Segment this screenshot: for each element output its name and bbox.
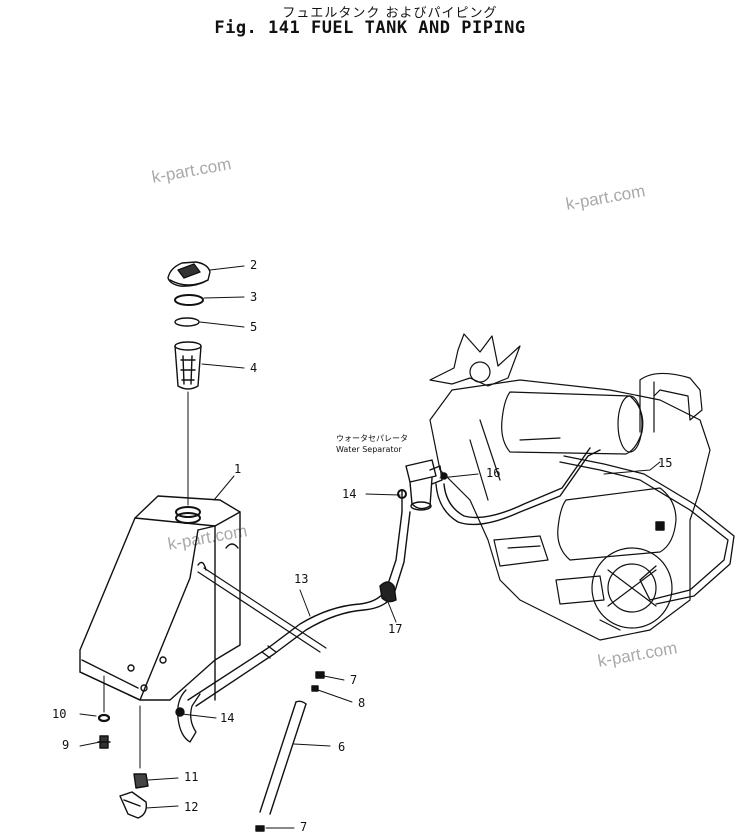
return-pipe	[559, 461, 729, 601]
drain-pipe-loop	[177, 689, 201, 743]
water-separator-label-jp: ウォータセパレータ	[336, 434, 408, 443]
fuel-cap	[167, 261, 211, 287]
callout-14-upper: 14	[342, 487, 357, 501]
leader-lines	[79, 265, 661, 829]
callout-2: 2	[250, 258, 258, 272]
fuel-tank	[79, 495, 241, 701]
callout-16: 16	[486, 466, 501, 480]
callout-14-lower: 14	[220, 711, 235, 725]
separator-outlet-pipe	[435, 449, 601, 526]
callout-9: 9	[62, 738, 70, 752]
callout-11: 11	[184, 770, 199, 784]
callout-15: 15	[658, 456, 673, 470]
fuel-pipe	[187, 511, 411, 707]
water-separator-label-en: Water Separator	[336, 445, 402, 454]
drain-valve	[133, 773, 149, 789]
title-japanese: フュエルタンク およびパイピング	[282, 6, 498, 21]
strainer	[174, 341, 202, 390]
callout-1: 1	[234, 462, 242, 476]
callout-4: 4	[250, 361, 258, 375]
drain-washer	[97, 713, 111, 723]
callout-6: 6	[338, 740, 346, 754]
figure-title: Fig. 141 FUEL TANK AND PIPING	[214, 18, 526, 38]
callout-3: 3	[250, 290, 258, 304]
callout-13: 13	[294, 572, 309, 586]
drain-cap	[119, 791, 148, 819]
callout-17: 17	[388, 622, 403, 636]
water-separator	[405, 459, 448, 511]
engine	[429, 333, 711, 641]
callout-8: 8	[358, 696, 366, 710]
hose	[259, 700, 307, 815]
pipe-clip	[379, 581, 397, 603]
tank-feed-pipe	[197, 571, 321, 653]
o-ring	[174, 317, 200, 327]
callout-5: 5	[250, 320, 258, 334]
callout-7-lower: 7	[300, 820, 308, 834]
callout-12: 12	[184, 800, 199, 814]
gasket	[174, 294, 204, 306]
callout-10: 10	[52, 707, 67, 721]
callout-7-upper: 7	[350, 673, 358, 687]
